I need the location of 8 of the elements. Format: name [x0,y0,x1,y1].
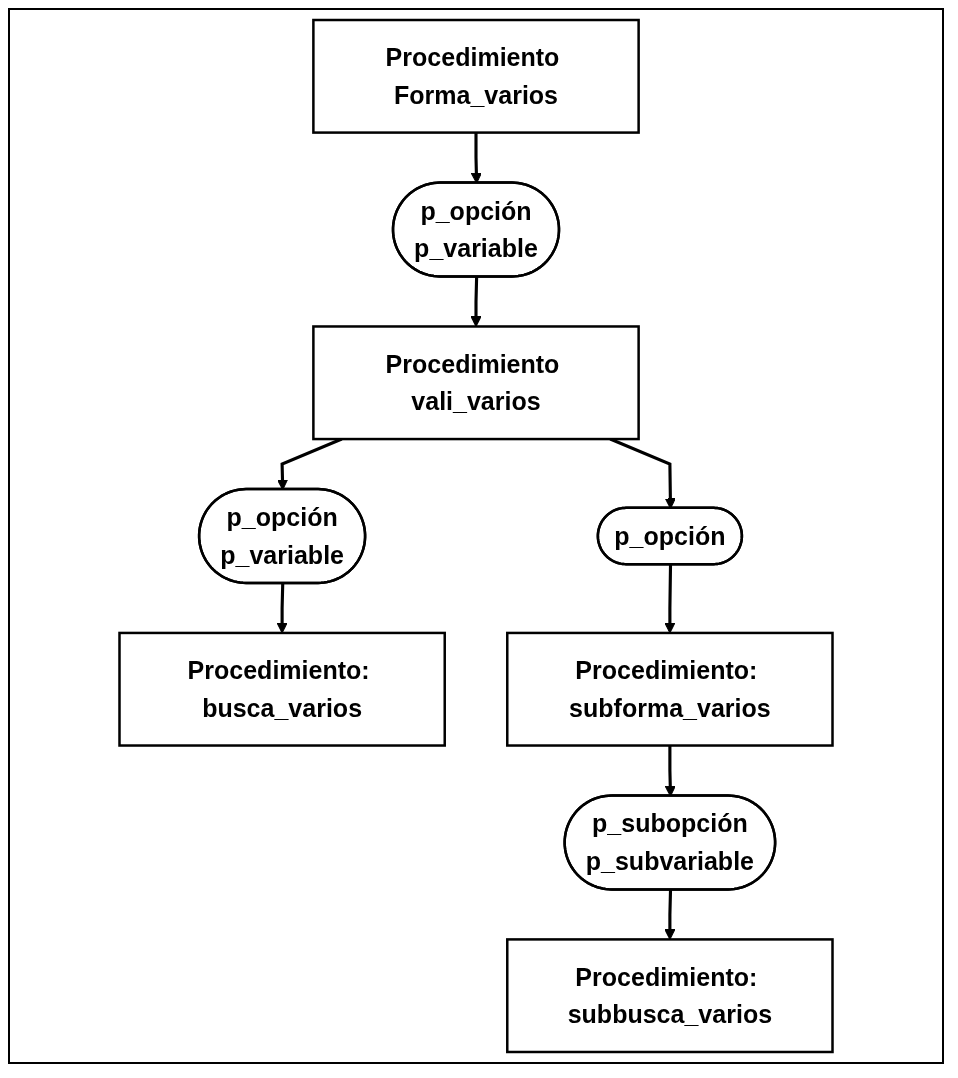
node-box [506,631,834,747]
node-box [118,631,446,747]
arrow [470,277,482,327]
arrow [664,889,676,940]
diagram-frame: Procedimiento Forma_varios p_opción p_variable Procedimiento vali_varios p_opción p_variable p_opción Procedimiento: busca_varios Procedimiento: subforma_varios p_subopción p_subvariable Procedimiento: subbusca_varios [8,8,944,1064]
node-box [312,325,640,441]
node-box [312,18,640,134]
node-box [506,938,834,1054]
